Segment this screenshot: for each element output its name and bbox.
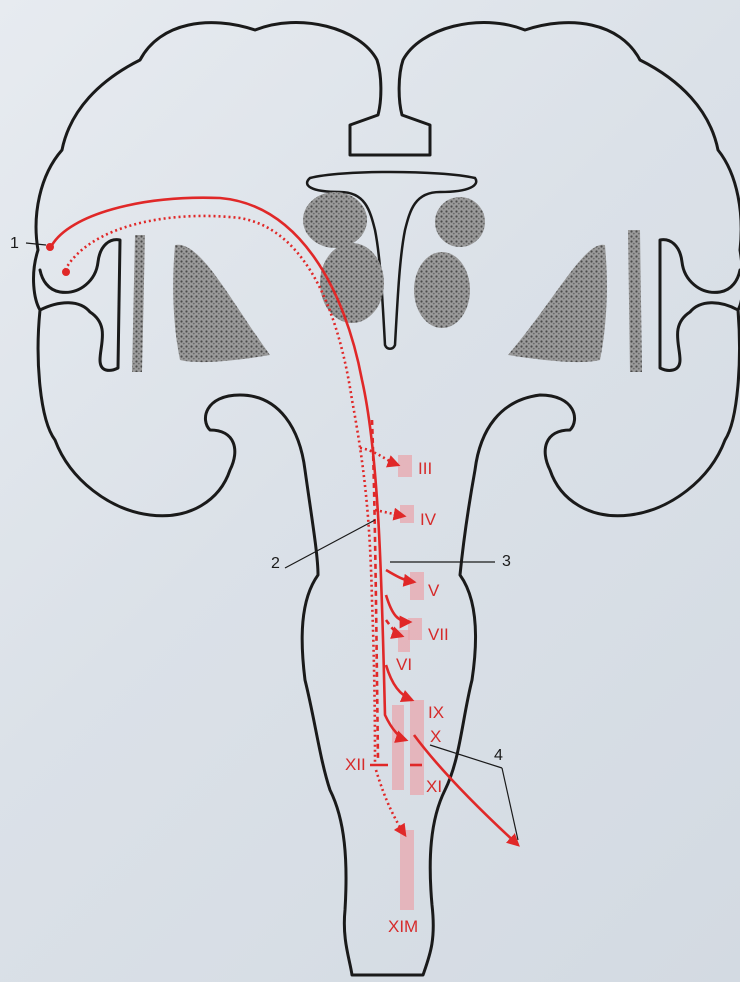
nucleus-III [398, 455, 412, 477]
callout-1: 1 [10, 235, 19, 252]
left-sylvian [40, 240, 120, 371]
right-lentiform [508, 245, 607, 362]
callout-3: 3 [502, 553, 511, 570]
label-XIM: XIM [388, 917, 418, 936]
neuron-body-2 [62, 268, 70, 276]
nucleus-XII [392, 705, 404, 790]
branch-IV [375, 510, 404, 516]
left-claustrum [132, 235, 145, 372]
neuron-body-1 [46, 243, 54, 251]
nucleus-V [410, 572, 424, 600]
brain-outline [34, 22, 740, 975]
callout-2: 2 [271, 555, 280, 572]
label-XI: XI [426, 777, 442, 796]
label-VII: VII [428, 625, 449, 644]
label-XII: XII [345, 755, 366, 774]
label-IV: IV [420, 510, 437, 529]
branch-VII [386, 595, 410, 622]
right-claustrum [628, 230, 642, 372]
nucleus-VII [408, 618, 422, 640]
leader-2 [285, 520, 375, 568]
callout-4: 4 [494, 747, 503, 764]
label-V: V [428, 581, 440, 600]
nucleus-XIM [400, 830, 414, 910]
label-III: III [418, 459, 432, 478]
branch-V [386, 570, 414, 582]
label-IX: IX [428, 703, 444, 722]
branch-VI [386, 620, 402, 636]
right-caudate [435, 197, 485, 247]
leader-4b [430, 745, 502, 768]
label-VI: VI [396, 655, 412, 674]
label-X: X [430, 727, 441, 746]
leader-4a [502, 768, 518, 840]
right-sylvian [660, 240, 740, 371]
nucleus-IV [400, 505, 414, 523]
left-caudate [303, 192, 367, 248]
branch-III [360, 448, 398, 465]
right-thalamus [414, 252, 470, 328]
left-lentiform [173, 245, 270, 362]
nucleus-X [410, 700, 424, 795]
nucleus-VI [398, 630, 410, 652]
